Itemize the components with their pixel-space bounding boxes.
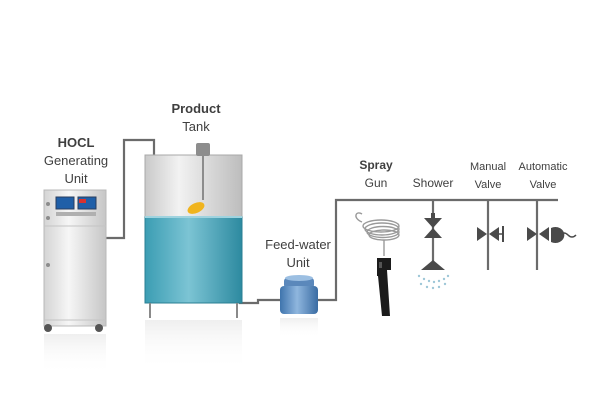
pipe-feed-to-header: [318, 198, 558, 302]
label-line: Unit: [286, 255, 310, 270]
label-line: Automatic: [518, 161, 568, 173]
solenoid-icon: [551, 227, 577, 243]
label-line: Valve: [529, 179, 557, 191]
shower-label: Shower: [404, 174, 462, 192]
label-line: Spray: [359, 158, 393, 172]
spray-gun-icon: [355, 212, 400, 316]
feed-water-unit-label: Feed-water Unit: [248, 236, 348, 272]
manual-valve-label: Manual Valve: [458, 158, 518, 194]
shower-assembly: [417, 213, 450, 290]
automatic-valve-icon: [527, 227, 577, 243]
label-line: Manual: [469, 161, 507, 173]
label-line: Unit: [64, 171, 88, 186]
water-spray-icon: [417, 274, 450, 290]
feed-water-unit: [280, 275, 318, 338]
sensor-cap-icon: [196, 143, 210, 156]
product-tank-label: Product Tank: [156, 100, 236, 136]
label-line: Generating: [43, 153, 109, 168]
label-line: Gun: [364, 176, 388, 190]
label-line: Product: [171, 101, 221, 116]
nozzle-icon: [421, 260, 445, 270]
spray-gun-label: Spray Gun: [348, 156, 404, 192]
wheel-icon: [95, 324, 103, 332]
label-line: Tank: [182, 119, 210, 134]
label-line: Feed-water: [265, 237, 331, 252]
product-tank: [144, 143, 243, 370]
automatic-valve-label: Automatic Valve: [510, 158, 576, 194]
float-icon: [187, 202, 205, 214]
wheel-icon: [44, 324, 52, 332]
pipe-hocl-to-tank: [104, 138, 156, 240]
hocl-generating-unit: [43, 189, 107, 374]
label-line: Shower: [412, 176, 454, 190]
control-panel: [46, 196, 97, 267]
hocl-generating-unit-label: HOCL Generating Unit: [26, 134, 126, 188]
label-line: Valve: [474, 179, 502, 191]
manual-valve-icon: [477, 226, 504, 242]
valve-icon: [424, 213, 442, 238]
label-line: HOCL: [57, 135, 95, 150]
pipe-tank-to-feed: [238, 292, 280, 305]
